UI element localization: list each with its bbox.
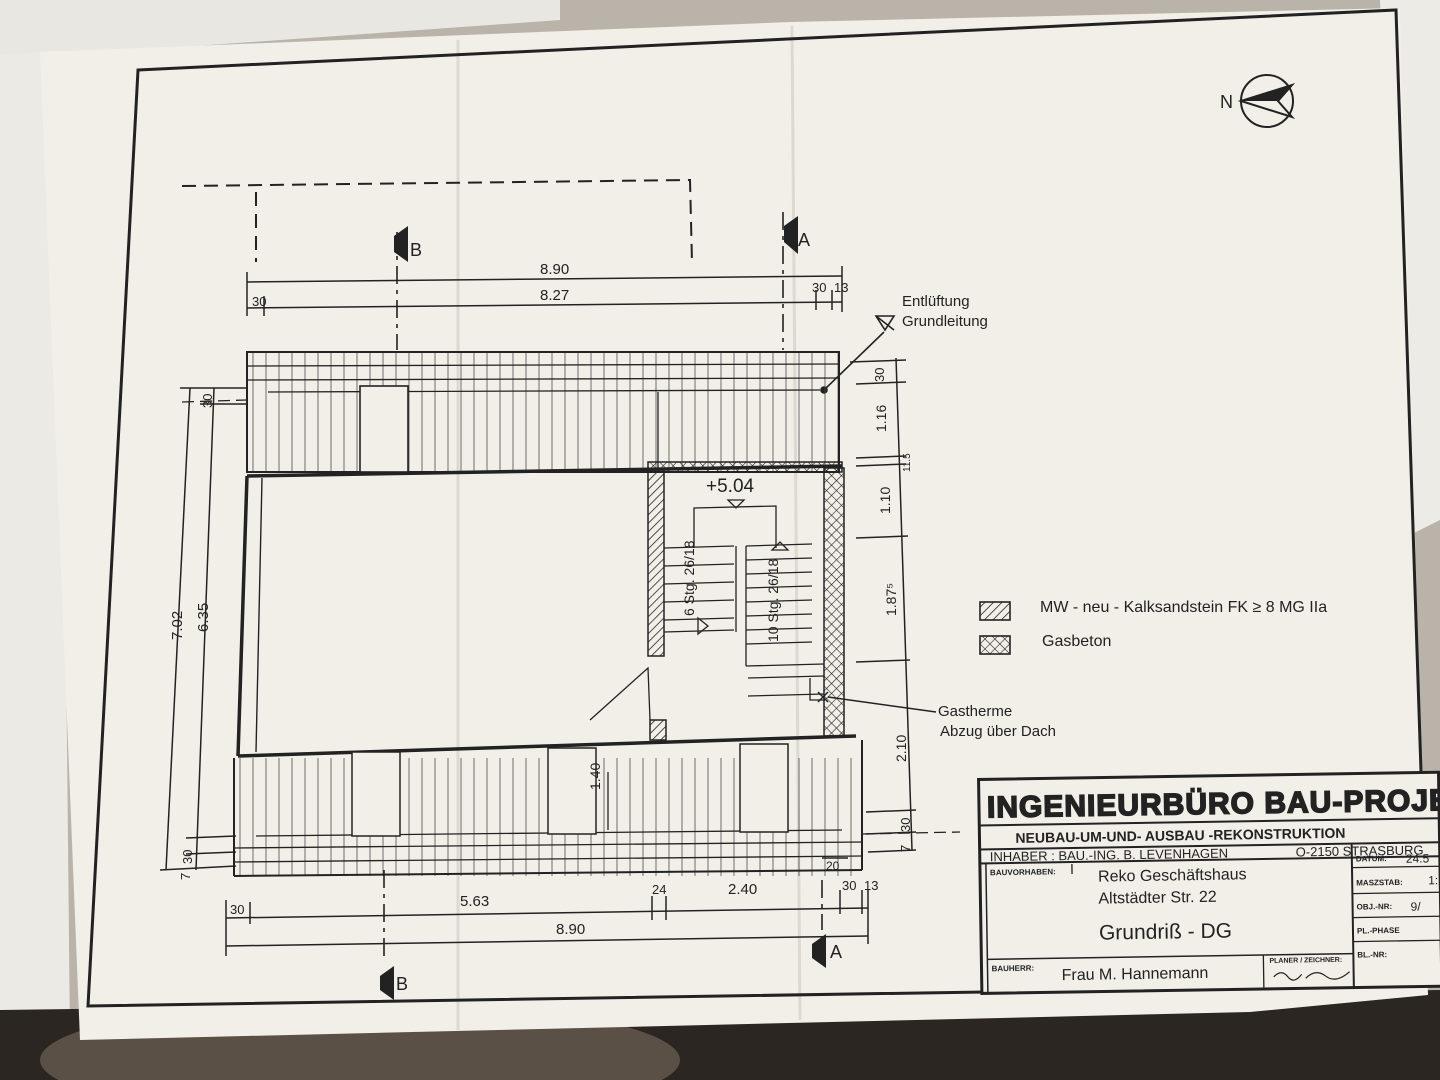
scale-value: 1:	[1428, 873, 1438, 887]
legend-swatch-hatch	[979, 601, 1011, 621]
dim-left-inner: 6.35	[195, 603, 212, 632]
date-value: 24.5	[1406, 851, 1430, 865]
stair-wall-top-gasbeton	[647, 461, 843, 473]
client-label: BAUHERR:	[991, 964, 1034, 974]
dim-top-right-wall: 30	[812, 280, 826, 295]
legend-swatch-cross	[979, 635, 1011, 655]
stair-wall-hatched	[647, 469, 665, 657]
dim-bottom-right-span: 2.40	[728, 881, 757, 898]
dim-window-height: 1.40	[587, 763, 603, 790]
annotation-gas-1: Gastherme	[938, 703, 1012, 720]
dim-left-bottom-small: 7	[178, 873, 193, 880]
client-name: Frau M. Hannemann	[1062, 965, 1209, 984]
dim-bottom-left-wall: 30	[230, 902, 244, 917]
dim-right-balcony: 1.16	[873, 405, 889, 432]
dim-right-small: 11.5	[902, 453, 913, 472]
project-line1: Reko Geschäftshaus	[1098, 866, 1247, 885]
legend-label-gasbeton: Gasbeton	[1042, 633, 1111, 650]
dim-bottom-overall: 8.90	[556, 921, 585, 938]
right-dimensions	[849, 357, 917, 853]
annotation-vent-1: Entlüftung	[902, 293, 970, 310]
legend-label-kalksandstein: MW - neu - Kalksandstein FK ≥ 8 MG IIa	[1040, 599, 1327, 616]
left-dimensions	[159, 387, 248, 871]
project-line2: Altstädter Str. 22	[1098, 889, 1217, 908]
dim-top-left-wall: 30	[252, 294, 266, 309]
dim-left-bottom-wall: 30	[180, 850, 195, 864]
svg-text:B: B	[410, 240, 422, 260]
dim-top-right-small: 13	[834, 280, 848, 295]
section-mark-a-bottom: A	[812, 880, 842, 968]
planner-signature	[1273, 971, 1351, 981]
top-balcony	[246, 351, 840, 473]
north-arrow-icon	[1237, 74, 1296, 128]
svg-text:B: B	[396, 974, 408, 994]
dim-right-stair-top: 1.10	[877, 487, 893, 514]
drawing-title: Grundriß - DG	[1099, 920, 1232, 945]
company-city: O-2150 STRASBURG	[1296, 842, 1424, 859]
north-label: N	[1220, 92, 1233, 112]
dim-right-stair: 1.87⁵	[883, 583, 899, 616]
staircase	[589, 499, 825, 721]
sheet-label: BL.-NR:	[1357, 950, 1387, 959]
company-subtitle: NEUBAU-UM-UND- AUSBAU -REKONSTRUKTION	[1015, 825, 1345, 846]
annotation-vent-2: Grundleitung	[902, 313, 988, 330]
dim-bottom-small-20: 20	[826, 859, 840, 873]
dim-top-inner: 8.27	[540, 287, 569, 304]
phase-label: PL.-PHASE	[1357, 926, 1400, 936]
dim-right-lower: 2.10	[893, 735, 909, 762]
dim-bottom-right-wall: 30	[842, 878, 856, 893]
level-marker: +5.04	[706, 476, 755, 497]
company-owner: INHABER : BAU.-ING. B. LEVENHAGEN	[990, 846, 1229, 865]
stair-wall-right-gasbeton	[823, 467, 845, 737]
stair-left-label: 6 Stg. 26/18	[681, 540, 697, 616]
scale-label: MASZSTAB:	[1356, 878, 1403, 888]
obj-label: OBJ.-NR:	[1357, 902, 1393, 912]
annotation-gas-2: Abzug über Dach	[940, 723, 1056, 740]
dim-top-overall: 8.90	[540, 261, 569, 278]
bottom-dimensions	[225, 857, 869, 956]
top-dimensions	[246, 266, 843, 316]
obj-value: 9/	[1410, 900, 1421, 914]
dim-right-bottom-small: 7	[898, 845, 913, 852]
stair-right-label: 10 Stg. 26/18	[765, 558, 781, 642]
svg-text:A: A	[798, 230, 810, 250]
title-block: INGENIEURBÜRO BAU-PROJEKT NEUBAU-UM-UND-…	[977, 770, 1440, 995]
project-label: BAUVORHABEN:	[990, 867, 1056, 877]
date-label: DATUM:	[1356, 854, 1387, 863]
dim-left-overall: 7.02	[169, 611, 186, 640]
section-mark-a-top: A	[782, 212, 810, 350]
dim-bottom-right-small: 13	[864, 878, 878, 893]
dim-right-top-wall: 30	[872, 368, 887, 382]
dim-bottom-left-span: 5.63	[460, 893, 489, 910]
dim-bottom-mid-wall: 24	[652, 882, 666, 897]
bottom-balcony	[233, 740, 863, 877]
svg-text:A: A	[830, 942, 842, 962]
planner-label: PLANER / ZEICHNER:	[1269, 957, 1342, 965]
gas-boiler-icon	[817, 691, 937, 713]
stair-wall-stub	[649, 719, 667, 741]
company-name: INGENIEURBÜRO BAU-PROJEKT	[987, 783, 1440, 824]
legend	[979, 601, 1011, 655]
dim-right-bottom-wall: 30	[898, 818, 913, 832]
section-mark-b-bottom: B	[380, 870, 408, 1000]
section-mark-b-top: B	[394, 226, 422, 350]
